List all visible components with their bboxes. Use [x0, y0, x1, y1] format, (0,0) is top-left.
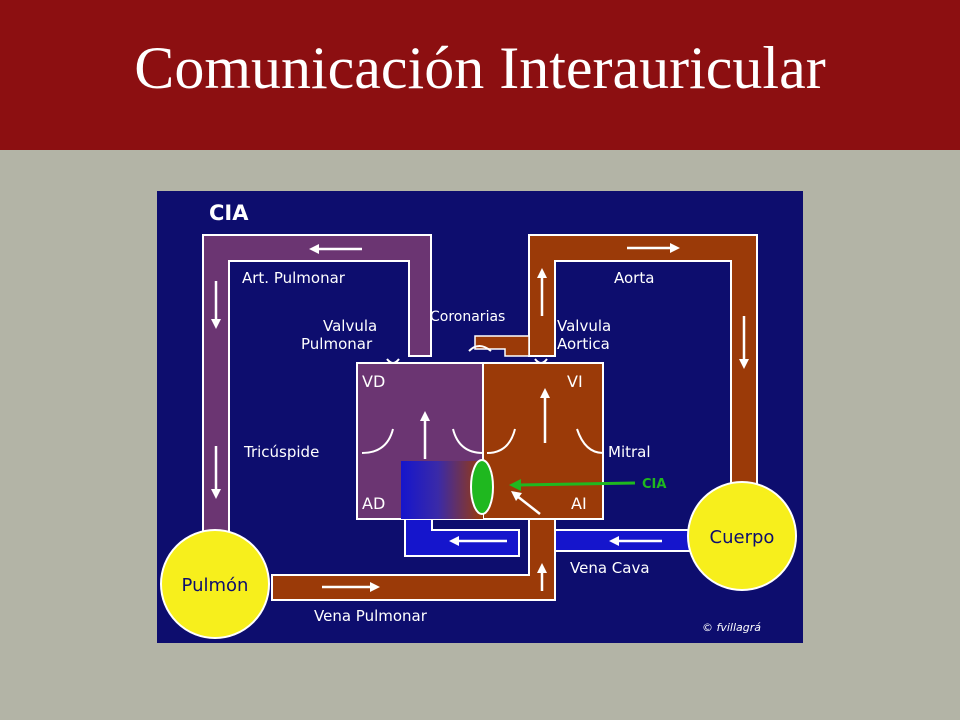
label-copyright: © fvillagrá [702, 621, 761, 634]
label-vena-cava: Vena Cava [570, 559, 650, 577]
slide-title: Comunicación Interauricular [134, 35, 826, 101]
label-tricuspide: Tricúspide [243, 443, 319, 461]
label-cuerpo: Cuerpo [710, 527, 775, 548]
label-coronarias: Coronarias [430, 309, 505, 325]
label-vd: VD [362, 372, 385, 391]
label-valvula-aortica-line1: Valvula [557, 317, 611, 335]
heart-circulation-diagram: CIA Art. Pulmonar Aorta Coronarias Valvu… [157, 191, 803, 643]
flow-arrowhead [670, 243, 680, 253]
body-circle [687, 481, 797, 591]
label-vena-pulmonar: Vena Pulmonar [314, 607, 428, 625]
diagram-heading: CIA [209, 201, 249, 225]
label-valvula-pulmonar-line2: Pulmonar [301, 335, 373, 353]
tricuspid-valve-right [452, 428, 484, 454]
flow-arrow [516, 495, 541, 515]
label-valvula-aortica-line2: Aortica [557, 335, 610, 353]
label-vi: VI [567, 372, 583, 391]
label-art-pulmonar: Art. Pulmonar [242, 269, 346, 287]
flow-arrowhead [537, 268, 547, 278]
mitral-valve-left [486, 428, 516, 454]
coronary-flow-arrow [468, 345, 492, 352]
label-mitral: Mitral [608, 443, 651, 461]
label-ai: AI [571, 494, 587, 513]
coronary-vessel [474, 335, 530, 357]
tricuspid-valve-left [361, 428, 394, 454]
atrial-septal-defect [470, 459, 494, 515]
label-pulmon: Pulmón [182, 575, 249, 596]
shunt-mixing-zone [401, 461, 483, 519]
flow-arrowhead [511, 491, 522, 501]
aortic-valve [534, 358, 548, 364]
title-bar [0, 0, 960, 150]
flow-arrowhead [211, 319, 221, 329]
flow-arrowhead [540, 388, 550, 398]
cia-pointer-arrow [518, 481, 636, 487]
label-cia-pointer: CIA [642, 477, 666, 492]
flow-arrowhead [449, 536, 459, 546]
cia-pointer-arrowhead [509, 479, 521, 491]
flow-arrowhead [739, 359, 749, 369]
flow-arrowhead [211, 489, 221, 499]
pulmonary-valve [386, 358, 400, 364]
flow-arrowhead [370, 582, 380, 592]
lung-circle [160, 529, 270, 639]
label-valvula-pulmonar-line1: Valvula [323, 317, 377, 335]
flow-arrowhead [537, 563, 547, 573]
label-ad: AD [362, 494, 385, 513]
flow-arrowhead [420, 411, 430, 421]
flow-arrowhead [309, 244, 319, 254]
flow-arrowhead [609, 536, 619, 546]
mitral-valve-right [576, 428, 604, 454]
label-aorta: Aorta [614, 269, 654, 287]
